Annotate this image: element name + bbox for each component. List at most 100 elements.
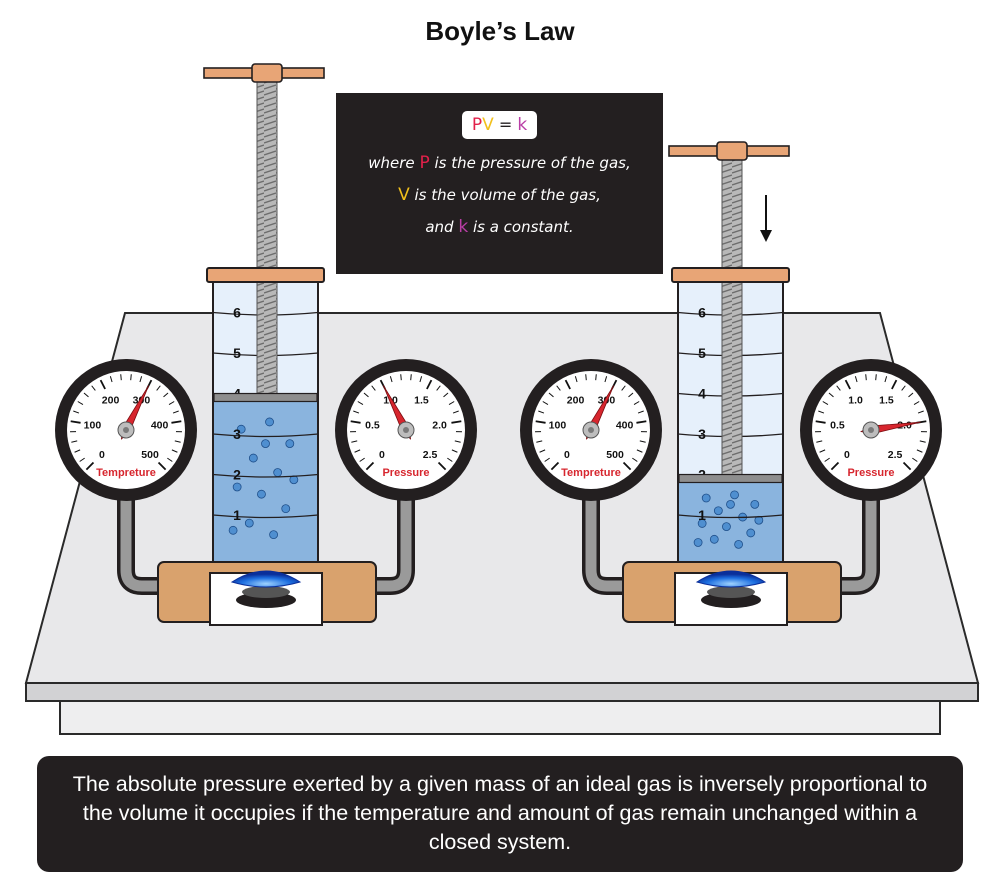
gauge-tick [844,379,851,390]
gauge-tick [73,410,80,414]
cylinder-cap [206,267,325,283]
gauge-tick [410,374,412,381]
gauge-tick [875,374,877,381]
volume-scale-label: 5 [233,345,241,361]
gauge-tick [451,449,458,453]
gas-molecule [713,506,723,516]
gas-molecule [693,538,703,547]
gauge-pipe-inner [585,490,623,592]
gauge-tick [156,385,161,391]
gas-molecule [722,522,731,531]
gauge-tick-label: 1.0 [848,395,863,407]
gauge-tick [389,376,393,383]
gauge-tick [585,374,587,381]
volume-scale-line [212,514,319,519]
gauge-tick [636,449,643,453]
gauge-tick [436,385,441,391]
gauge-tick [632,457,638,462]
gauge-tick [822,401,829,405]
gauge-tick-label: 200 [567,395,585,407]
gauge-tick [639,440,646,443]
gauge-tick [884,376,888,383]
gauge-tick-label: 0 [844,449,850,461]
gauge-tick [536,440,543,443]
gauge-tick-label: 0.5 [830,420,845,432]
gas-molecule [701,493,711,503]
gauge-tick-label: 100 [549,420,567,432]
gauge-tick [172,410,179,414]
gauge-tick [99,379,106,390]
volume-scale-label: 2 [233,467,241,483]
gas-molecule [228,525,238,535]
gauge-tick [828,392,834,398]
gauge-tick-label: 1.5 [414,395,429,407]
gauge-tick-label: 400 [151,420,169,432]
gas-molecule [236,424,246,434]
gauge-tick [357,401,364,405]
piston-plate [678,473,783,484]
gauge-tick [818,410,825,414]
volume-scale-label: 1 [698,507,706,523]
gauge-tick [836,385,841,391]
equation-v-symbol: V [482,115,494,135]
temperature-gauge: 0100200300400500Tempreture [520,359,662,501]
gauge-tick [452,410,459,414]
gauge-tick [604,376,608,383]
gauge-tick-label: 500 [141,449,159,461]
gas-molecule [285,439,295,449]
gauge-tick [919,440,926,443]
gauge-hub-center [868,427,874,433]
gauge-tick [908,392,914,398]
gauge-tick-label: 200 [102,395,120,407]
gauge-tick [167,457,173,462]
formula-text: and [425,218,459,236]
gauge-tick [595,374,597,381]
gauge-tick [637,410,644,414]
gas-volume [679,480,782,561]
gas-molecule [709,534,719,544]
formula-text: is the volume of the gas, [409,186,601,204]
equation-k-symbol: k [517,115,528,135]
gauge-tick [157,461,167,471]
gauge-tick [168,401,175,405]
formula-line-volume: V is the volume of the gas, [336,185,663,205]
burner-head [707,586,755,598]
gauge-tick [564,379,571,390]
gauge-tick [621,385,626,391]
burner-flame-icon [230,570,302,588]
gas-molecule [750,499,760,509]
gauge-tick [539,449,546,453]
gas-molecule [746,528,756,538]
gauge-tick [574,376,578,383]
constant-symbol: k [458,217,469,237]
temperature-gauge: 0100200300400500Tempreture [55,359,197,501]
gauge-tick [447,457,453,462]
gauge-tick [354,449,361,453]
gauge-tick-label: 2.0 [432,420,447,432]
gauge-tick [419,376,423,383]
gauge-tick [819,449,826,453]
down-arrow-icon [760,195,772,242]
volume-scale-label: 6 [698,305,706,321]
volume-scale-label: 4 [698,386,706,402]
gauge-tick [437,461,447,471]
gauge-tick [71,440,78,443]
gauge-tick [120,374,122,381]
burner-head [242,586,290,598]
gas-volume [214,399,317,561]
equation-equals: = [493,115,518,134]
gauge-pipe-inner [120,490,158,592]
gauge-pipe-inner [376,490,412,592]
gauge-tick [130,374,132,381]
gauge-tick [79,457,85,462]
gas-molecule [244,518,254,528]
gauge-tick-label: 2.5 [888,449,903,461]
volume-scale-label: 3 [233,426,241,442]
gauge-tick [451,420,462,424]
gas-molecule [248,453,258,463]
gauge-tick [351,440,358,443]
gauge-tick [353,410,360,414]
gauge-tick [865,374,867,381]
gauge-tick [163,392,169,398]
